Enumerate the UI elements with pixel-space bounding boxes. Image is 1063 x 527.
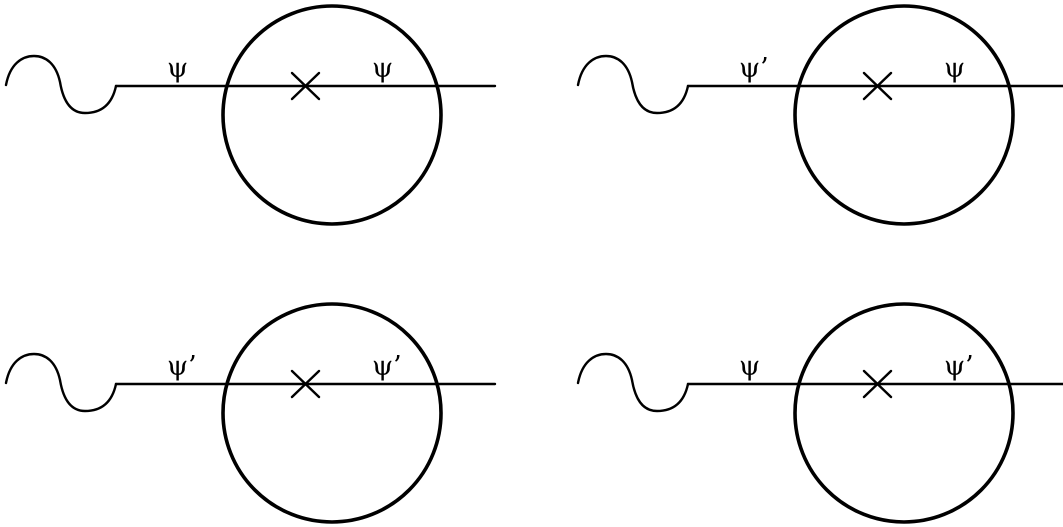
- photon-wavy-line: [576, 352, 690, 413]
- right-field-label: ψ’: [372, 351, 402, 382]
- vertex-cross-icon: [862, 71, 893, 101]
- vertex-cross-icon: [862, 369, 893, 399]
- photon-wavy-line: [4, 352, 118, 413]
- left-field-label: ψ’: [739, 53, 769, 84]
- diagram-bottom-right: ψ ψ’: [576, 302, 1063, 524]
- vertex-cross-icon: [290, 369, 321, 399]
- diagram-top-left: ψ ψ: [4, 4, 497, 226]
- photon-wavy-line: [4, 54, 118, 115]
- fermion-loop: [221, 4, 443, 226]
- right-field-label: ψ’: [944, 351, 974, 382]
- left-field-label: ψ: [167, 53, 188, 84]
- left-field-label: ψ’: [167, 351, 197, 382]
- right-field-label: ψ: [372, 53, 393, 84]
- left-field-label: ψ: [739, 351, 760, 382]
- vertex-cross-icon: [290, 71, 321, 101]
- fermion-loop: [221, 302, 443, 524]
- photon-wavy-line: [576, 54, 690, 115]
- fermion-loop: [793, 4, 1015, 226]
- diagram-bottom-left: ψ’ ψ’: [4, 302, 497, 524]
- right-field-label: ψ: [944, 53, 965, 84]
- diagram-top-right: ψ’ ψ: [576, 4, 1063, 226]
- fermion-loop: [793, 302, 1015, 524]
